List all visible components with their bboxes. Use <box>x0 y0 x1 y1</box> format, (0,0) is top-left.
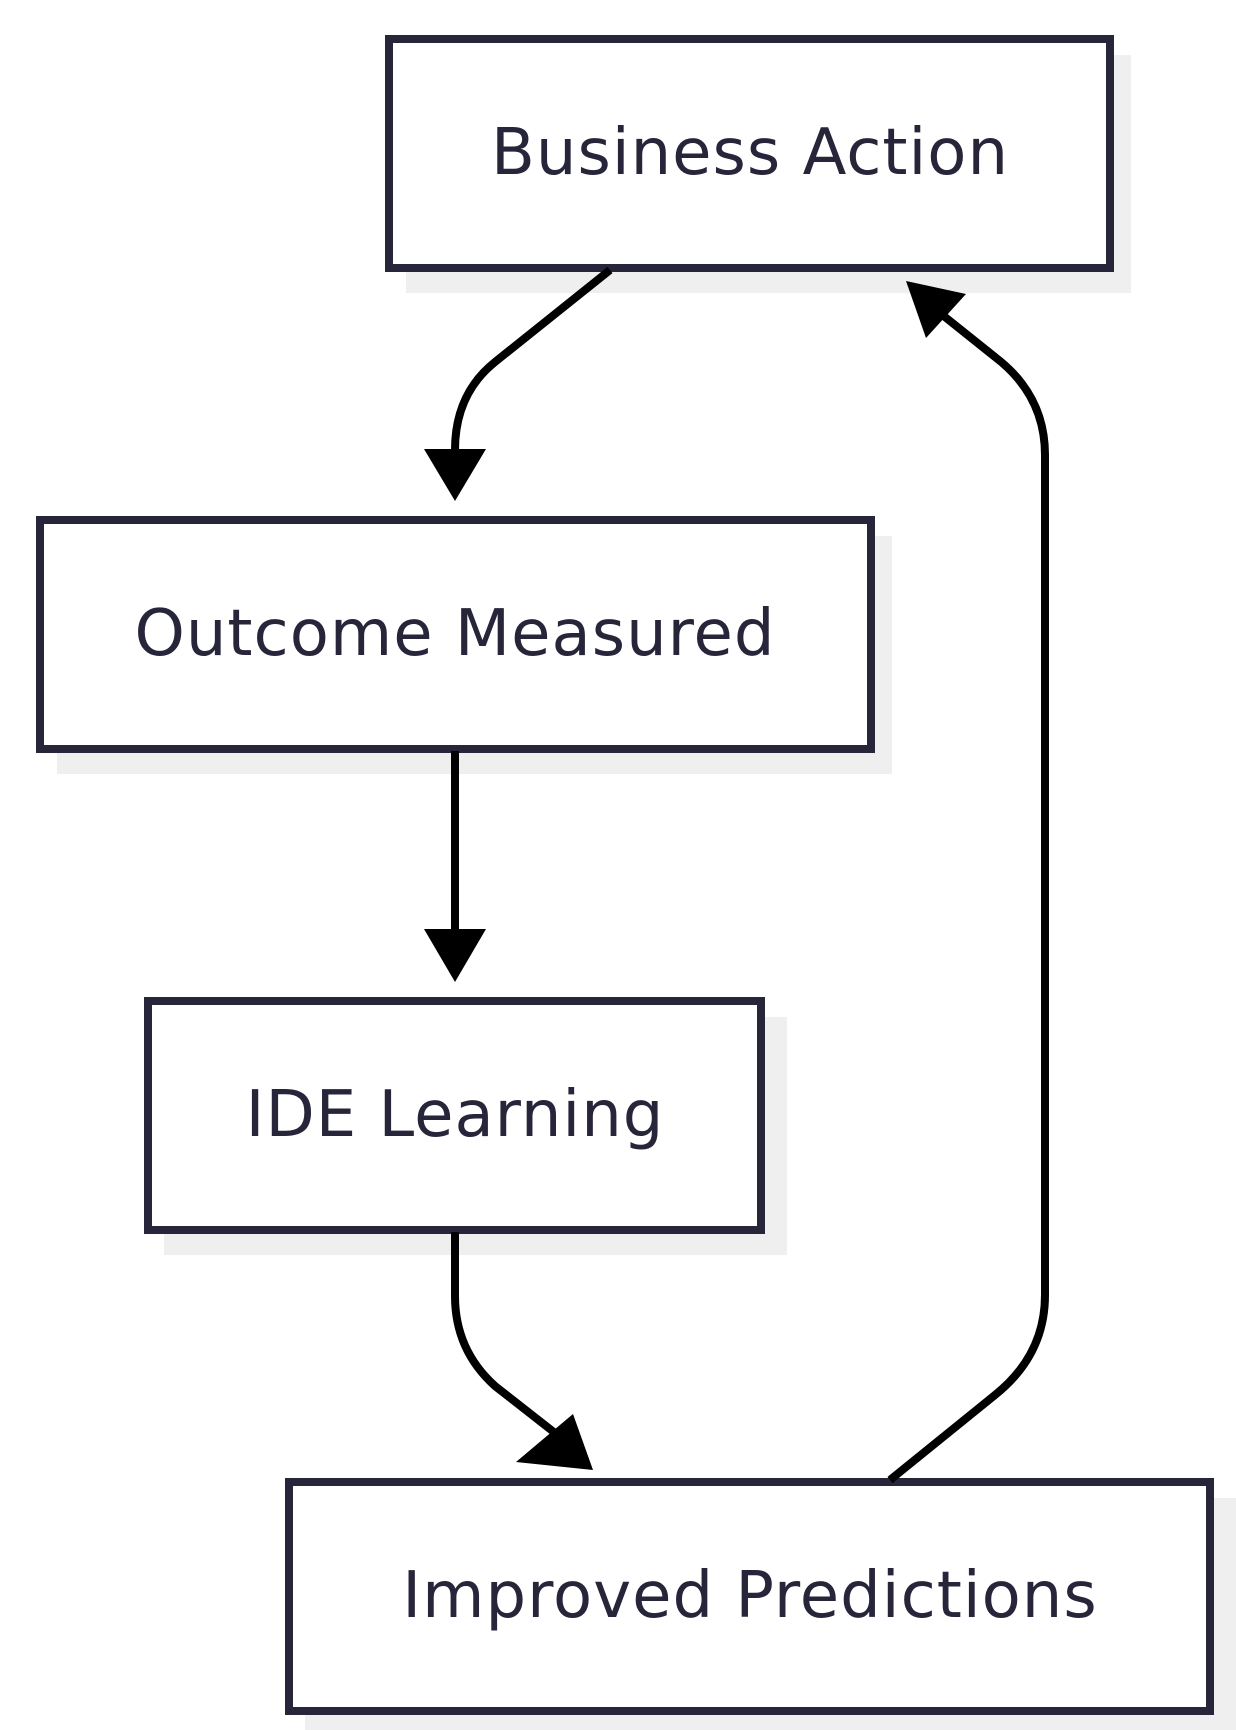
node-improved-predictions-box <box>285 1478 1214 1715</box>
node-outcome-measured-label: Outcome Measured <box>134 597 775 671</box>
node-outcome-measured-box <box>36 516 875 753</box>
edge-business-to-outcome <box>424 266 613 501</box>
node-ide-learning: IDE Learning <box>144 997 787 1255</box>
edge-business-to-outcome-line <box>451 266 613 451</box>
node-business-action-box <box>385 35 1114 272</box>
node-improved-predictions-label: Improved Predictions <box>402 1559 1097 1633</box>
edge-predictions-to-business-line <box>887 309 1049 1484</box>
arrowhead-icon <box>906 281 966 338</box>
arrowhead-icon <box>424 929 486 982</box>
node-ide-learning-label: IDE Learning <box>246 1078 665 1152</box>
arrowhead-icon <box>424 449 486 501</box>
node-ide-learning-box <box>144 997 765 1234</box>
node-improved-predictions: Improved Predictions <box>285 1478 1236 1730</box>
node-business-action-label: Business Action <box>491 116 1009 190</box>
edge-predictions-to-business <box>887 281 1049 1484</box>
node-outcome-measured: Outcome Measured <box>36 516 892 774</box>
edge-learning-to-predictions-line <box>451 1232 558 1437</box>
edge-outcome-to-learning <box>424 751 486 982</box>
edge-learning-to-predictions <box>451 1232 593 1470</box>
node-business-action: Business Action <box>385 35 1131 293</box>
arrowhead-icon <box>516 1414 593 1470</box>
